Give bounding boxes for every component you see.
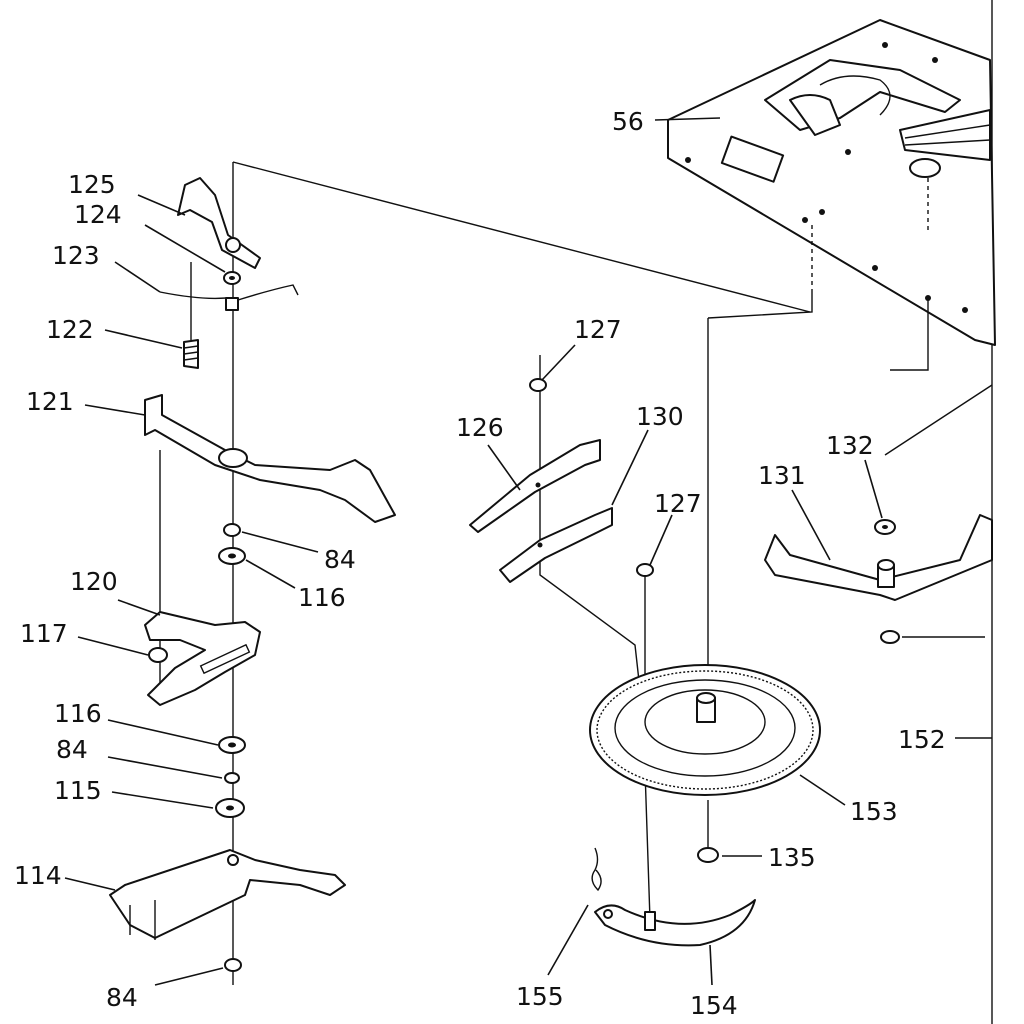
connection-line-132: [884, 384, 993, 456]
bracket-114: [109, 849, 346, 940]
chassis-plate-56: [667, 19, 996, 346]
callout-84-upper: 84: [324, 545, 356, 574]
callout-84-middle: 84: [56, 735, 88, 764]
assembly-axis-126: [539, 355, 641, 691]
leader-155: [547, 904, 589, 976]
leader-132: [864, 459, 883, 519]
spring-155: [591, 847, 602, 892]
plate-126: [469, 439, 601, 533]
washer-84-upper: [223, 523, 241, 537]
callout-126: 126: [456, 413, 504, 442]
lever-131: [764, 514, 993, 601]
leader-115: [111, 791, 214, 809]
washer-115: [215, 798, 245, 818]
callout-131: 131: [758, 461, 806, 490]
callout-121: 121: [26, 387, 74, 416]
leader-120: [117, 599, 161, 616]
washer-124: [223, 271, 241, 285]
leader-154: [709, 944, 713, 986]
callout-84-lower: 84: [106, 983, 138, 1012]
washer-135: [697, 847, 719, 863]
washer-116-upper: [218, 547, 246, 565]
callout-130: 130: [636, 402, 684, 431]
callout-135: 135: [768, 843, 816, 872]
leader-123: [114, 261, 161, 293]
leader-116b: [107, 719, 219, 746]
callout-152: 152: [898, 725, 946, 754]
callout-117: 117: [20, 619, 68, 648]
leader-127a: [541, 344, 576, 381]
arc-plate-154: [594, 899, 756, 947]
leader-56: [654, 117, 721, 121]
callout-153: 153: [850, 797, 898, 826]
nut-117: [148, 647, 168, 663]
leader-130: [611, 429, 649, 506]
clip-127-upper: [529, 378, 547, 392]
leader-114: [64, 877, 116, 891]
leader-126: [487, 444, 521, 491]
leader-121: [84, 404, 146, 416]
leader-84a: [241, 531, 319, 553]
plate-130: [499, 507, 613, 583]
callout-120: 120: [70, 567, 118, 596]
gear-153: [589, 664, 821, 796]
callout-114: 114: [14, 861, 62, 890]
callout-125: 125: [68, 170, 116, 199]
washer-132: [874, 519, 896, 535]
leader-127b: [649, 514, 673, 566]
callout-155: 155: [516, 982, 564, 1011]
leader-84c: [154, 967, 224, 986]
callout-122: 122: [46, 315, 94, 344]
connection-line-132-to-56: [890, 300, 929, 371]
callout-56: 56: [612, 107, 644, 136]
washer-84-middle: [224, 772, 240, 784]
connection-line-125-to-56: [232, 161, 811, 313]
callout-123: 123: [52, 241, 100, 270]
callout-116-lower: 116: [54, 699, 102, 728]
leader-122: [104, 329, 183, 349]
callout-132: 132: [826, 431, 874, 460]
washer-84-lower: [224, 958, 242, 972]
arm-121: [144, 394, 396, 700]
leader-84b: [107, 756, 223, 779]
callout-115: 115: [54, 776, 102, 805]
callout-127-upper: 127: [574, 315, 622, 344]
callout-127-lower: 127: [654, 489, 702, 518]
callout-124: 124: [74, 200, 122, 229]
leader-125: [137, 194, 186, 216]
spring-122: [183, 262, 199, 369]
washer-right: [880, 630, 985, 644]
clip-127-lower: [636, 563, 654, 577]
leader-116a: [245, 559, 296, 589]
connection-line-153-to-56: [707, 290, 813, 319]
leader-117: [77, 636, 149, 656]
callout-154: 154: [690, 991, 738, 1020]
leader-131: [791, 489, 831, 561]
washer-116-lower: [218, 736, 246, 754]
slider-120: [144, 611, 261, 706]
callout-116-upper: 116: [298, 583, 346, 612]
lever-125: [177, 177, 261, 269]
bushing-123: [159, 284, 299, 311]
leader-124: [144, 224, 226, 273]
leader-153: [799, 774, 846, 806]
